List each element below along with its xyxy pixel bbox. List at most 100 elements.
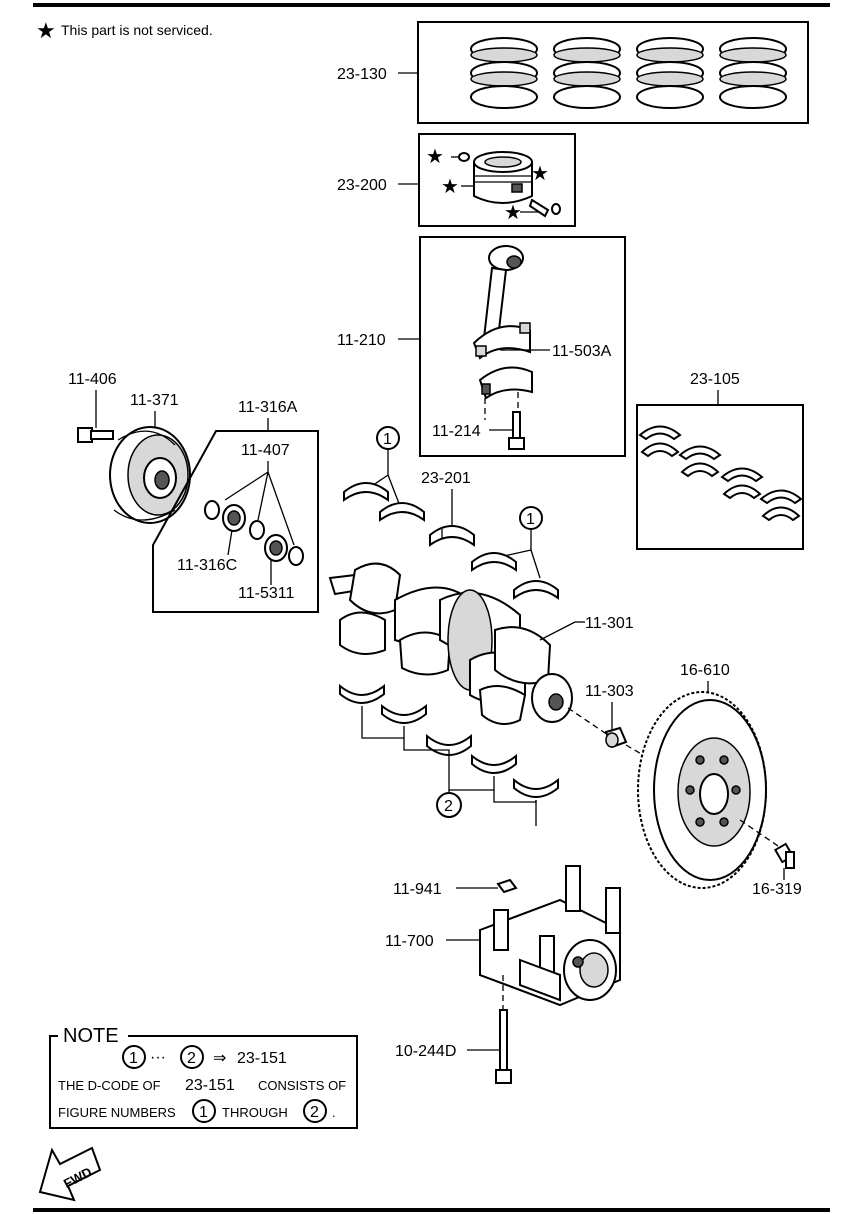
legend-text: This part is not serviced. xyxy=(61,22,213,38)
front-seal-group[interactable]: 11-316A 11-407 11-316C 11-5311 xyxy=(152,399,319,613)
label-11-210[interactable]: 11-210 xyxy=(337,332,386,349)
star-icon: ★ xyxy=(426,144,444,168)
main-bearing-box xyxy=(636,404,804,550)
label-23-130[interactable]: 23-130 xyxy=(337,66,387,83)
note-line2-end: CONSISTS OF xyxy=(258,1078,346,1093)
upper-bearings[interactable]: 1 23-201 1 xyxy=(343,426,559,600)
upper-bearing-shell xyxy=(513,580,559,600)
label-11-316A[interactable]: 11-316A xyxy=(238,399,298,416)
piston-ring-set-4 xyxy=(719,37,787,109)
crank-pulley xyxy=(109,426,191,524)
label-23-105[interactable]: 23-105 xyxy=(690,371,740,388)
figure-number-1: 1 xyxy=(526,511,535,528)
piston-ring-set-2 xyxy=(553,37,621,109)
bearing-shell-2 xyxy=(678,445,722,478)
o-ring xyxy=(249,520,265,540)
note-line2-code: 23-151 xyxy=(185,1077,235,1094)
note-line3-end: . xyxy=(332,1105,336,1120)
lower-bearing-shell xyxy=(381,703,427,724)
label-11-503A[interactable]: 11-503A xyxy=(552,343,612,360)
pin-clip xyxy=(458,152,470,162)
crankshaft xyxy=(328,562,573,725)
piston-ring-set-3 xyxy=(636,37,704,109)
label-11-700[interactable]: 11-700 xyxy=(385,933,434,950)
lower-bearing-shell xyxy=(471,753,517,774)
fwd-arrow: FWD xyxy=(38,1146,102,1202)
star-icon: ★ xyxy=(441,174,459,198)
label-11-301[interactable]: 11-301 xyxy=(585,615,634,632)
figure-number-1: 1 xyxy=(383,431,392,448)
rod-bolt xyxy=(508,411,525,450)
lower-bearings[interactable]: 2 xyxy=(339,683,559,826)
long-bolt xyxy=(495,1009,512,1084)
balance-shaft-unit xyxy=(479,865,621,1007)
label-11-303[interactable]: 11-303 xyxy=(585,683,634,700)
pilot-bearing xyxy=(604,726,628,749)
flywheel-group[interactable]: 16-610 16-319 xyxy=(637,662,802,898)
note-range-sep: ··· xyxy=(150,1049,166,1066)
crankshaft-group[interactable]: 11-301 xyxy=(328,562,634,736)
label-16-319[interactable]: 16-319 xyxy=(752,881,802,898)
connecting-rod-box xyxy=(419,236,626,457)
balance-shaft-group[interactable]: 11-941 11-700 10-244D xyxy=(385,865,621,1084)
label-10-244D[interactable]: 10-244D xyxy=(395,1043,456,1060)
front-seal-box xyxy=(152,430,319,613)
piston-rings-group[interactable]: 23-130 xyxy=(337,21,809,124)
label-23-201[interactable]: 23-201 xyxy=(421,470,471,487)
bearing-shell-3 xyxy=(720,467,764,500)
note-line3-mid: THROUGH xyxy=(222,1105,288,1120)
upper-bearing-shell xyxy=(343,482,389,502)
gasket xyxy=(496,878,518,894)
figure-number-2-circle xyxy=(436,792,462,818)
bottom-border xyxy=(33,1208,830,1212)
label-11-407[interactable]: 11-407 xyxy=(241,442,290,459)
note-line3-start: FIGURE NUMBERS xyxy=(58,1105,176,1120)
thrust-bearing-shell xyxy=(429,525,475,547)
pilot-bearing-group[interactable]: 11-303 xyxy=(585,683,673,773)
flywheel xyxy=(637,691,767,889)
label-23-200[interactable]: 23-200 xyxy=(337,177,387,194)
piston-box xyxy=(418,133,576,227)
crank-pulley-group[interactable]: 11-406 11-371 xyxy=(68,371,191,524)
label-11-941[interactable]: 11-941 xyxy=(393,881,442,898)
pulley-bolt xyxy=(77,427,114,443)
label-11-5311[interactable]: 11-5311 xyxy=(238,585,294,602)
bearing-shell-1 xyxy=(638,425,682,458)
label-11-371[interactable]: 11-371 xyxy=(130,392,179,409)
top-border xyxy=(33,3,830,7)
note-line2: THE D-CODE OF xyxy=(58,1078,161,1093)
star-icon: ★ xyxy=(504,200,522,224)
note-circle-2b: 2 xyxy=(310,1104,319,1121)
label-11-316C[interactable]: 11-316C xyxy=(177,557,237,574)
note-circle-2: 2 xyxy=(187,1050,196,1067)
oil-seal-11-316C xyxy=(222,504,246,532)
note-circle-1b: 1 xyxy=(199,1104,208,1121)
connecting-rod xyxy=(472,245,533,400)
piston-group[interactable]: ★ ★ ★ ★ 23-200 xyxy=(337,133,576,227)
note-circle-1: 1 xyxy=(129,1050,138,1067)
piston-pin xyxy=(528,198,561,218)
lower-bearing-shell xyxy=(339,683,385,704)
main-bearing-group[interactable]: 23-105 xyxy=(636,371,804,550)
lower-bearing-shell xyxy=(513,777,559,798)
bearing-shell-4 xyxy=(759,489,803,522)
note-box: NOTE 1 ··· 2 ⇒ 23-151 THE D-CODE OF 23-1… xyxy=(49,1024,358,1129)
legend-star-icon: ★ xyxy=(36,19,56,44)
upper-bearing-shell xyxy=(471,552,517,572)
o-ring xyxy=(204,500,220,520)
note-title: NOTE xyxy=(63,1025,119,1047)
connecting-rod-group[interactable]: 11-210 11-503A 11-214 xyxy=(337,236,626,457)
oil-seal-11-5311 xyxy=(264,534,288,562)
o-ring xyxy=(288,546,304,566)
label-11-214[interactable]: 11-214 xyxy=(432,423,481,440)
legend: ★ This part is not serviced. xyxy=(36,19,213,44)
star-icon: ★ xyxy=(531,161,549,185)
flywheel-bolt xyxy=(773,842,795,869)
label-11-406[interactable]: 11-406 xyxy=(68,371,117,388)
note-code: 23-151 xyxy=(237,1050,287,1067)
piston-ring-set-1 xyxy=(470,37,538,109)
upper-bearing-shell xyxy=(379,502,425,522)
note-arrow: ⇒ xyxy=(213,1050,226,1067)
label-16-610[interactable]: 16-610 xyxy=(680,662,730,679)
